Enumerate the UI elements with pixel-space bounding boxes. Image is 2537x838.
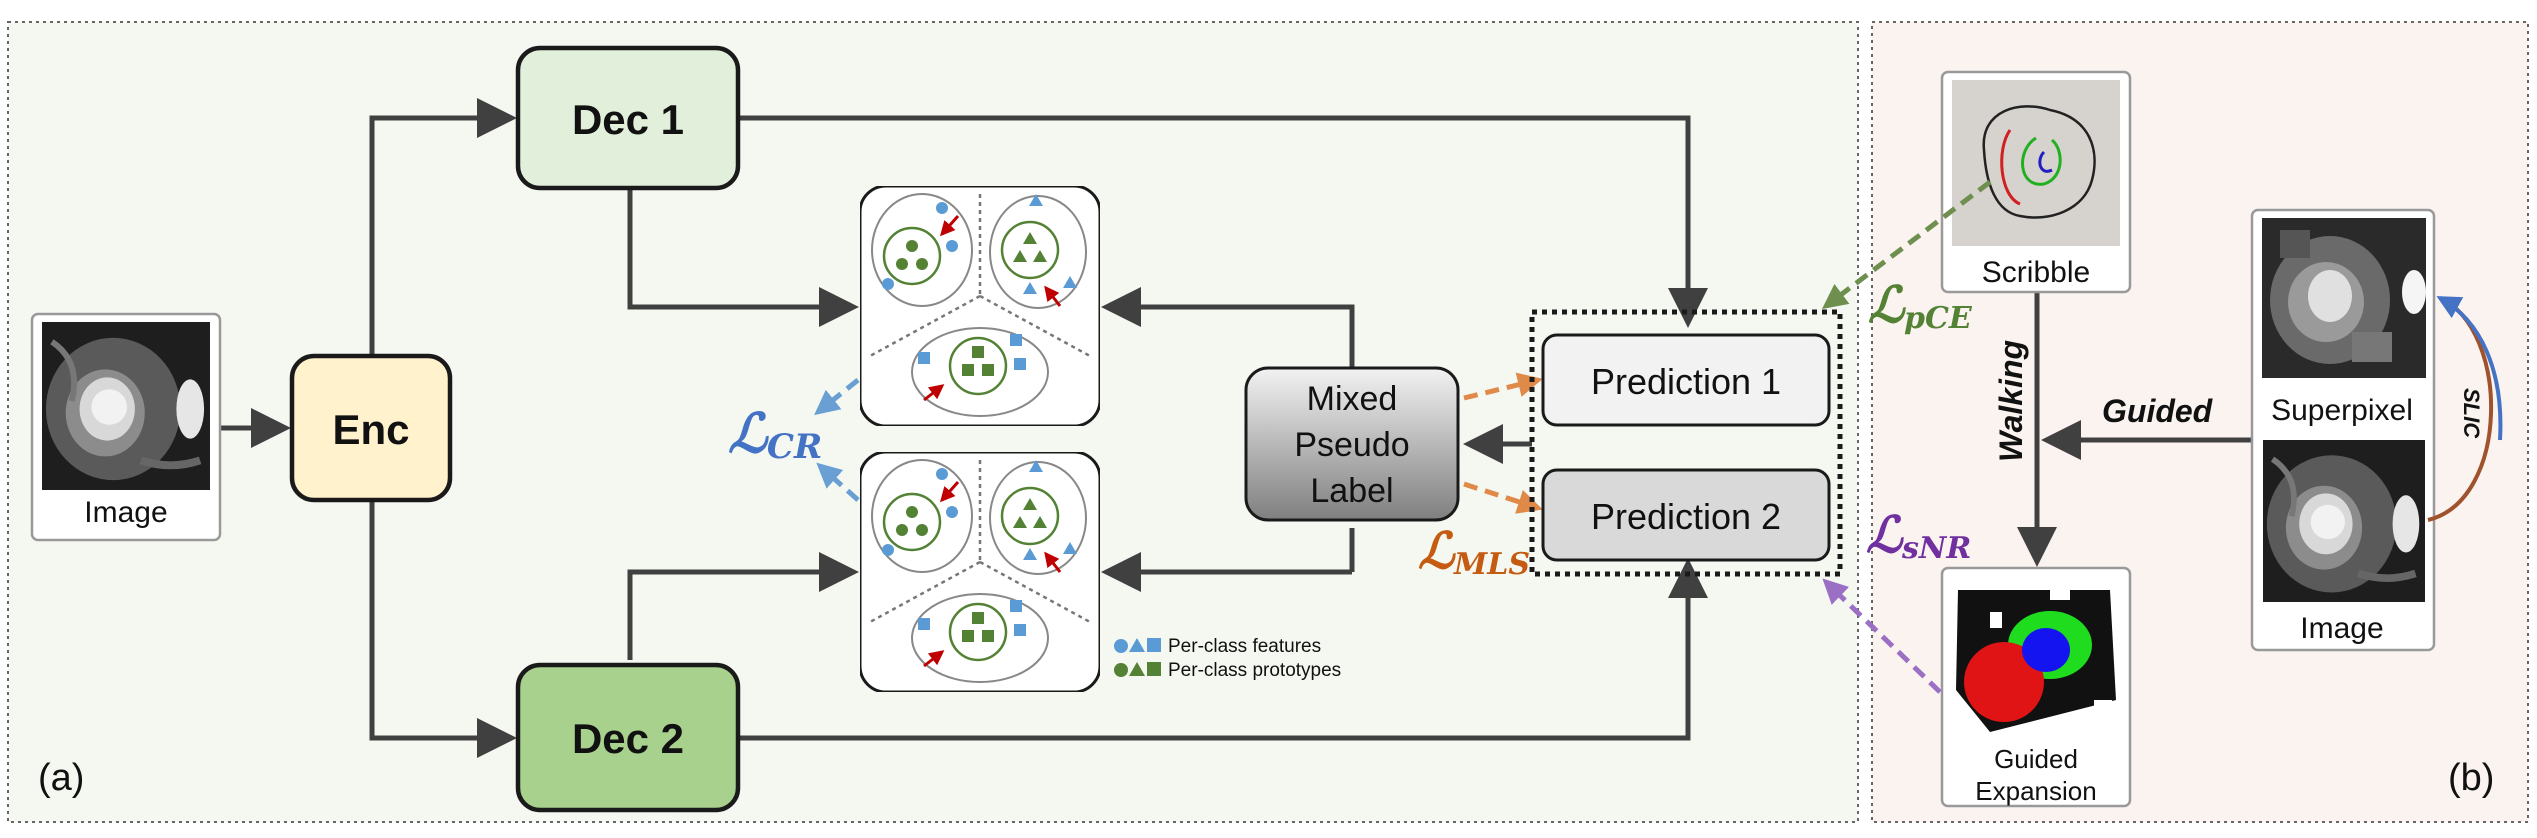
prototype-cluster-bottom [860, 452, 1100, 692]
prediction-group [1529, 309, 1843, 577]
mls-loss-arrows [1463, 372, 1543, 514]
prototype-cluster-top [860, 186, 1100, 426]
mixed-pseudo-label-line-3: Label [1310, 472, 1393, 510]
decoder-2-label: Dec 2 [572, 715, 684, 762]
superpixel-image-node: Superpixel Image [2250, 208, 2436, 652]
panel-a-label: (a) [38, 757, 84, 799]
scribble-node: Scribble [1940, 70, 2132, 294]
legend-prototypes-label: Per-class prototypes [1168, 660, 1341, 681]
prediction-2-label: Prediction 2 [1591, 496, 1781, 537]
connectors-a [220, 98, 1708, 758]
superpixel-label: Superpixel [2271, 394, 2413, 427]
decoder-1-label: Dec 1 [572, 96, 684, 143]
guided-label: Guided [2102, 393, 2214, 429]
guided-expansion-line-1: Guided [1994, 744, 2078, 774]
encoder-node: Enc [289, 353, 453, 503]
pce-loss-arrow [1822, 180, 1992, 310]
input-image-label: Image [84, 496, 167, 529]
slic-label: SLIC [2459, 388, 2484, 439]
legend-features-label: Per-class features [1168, 636, 1321, 657]
pce-loss-label: ℒpCE [1868, 275, 1973, 336]
cr-loss-label: ℒCR [728, 401, 822, 467]
guided-expansion-line-2: Expansion [1975, 776, 2096, 806]
prediction-2-node: Prediction 2 [1541, 468, 1831, 562]
decoder-2-node: Dec 2 [515, 662, 741, 813]
slic-curve-top [2436, 296, 2503, 441]
snr-loss-label: ℒsNR [1866, 505, 1971, 566]
encoder-label: Enc [332, 406, 409, 453]
panel-b-image-label: Image [2300, 612, 2383, 645]
walking-label: Walking [1993, 340, 2029, 462]
mixed-pseudo-label-node: Mixed Pseudo Label [1244, 366, 1460, 522]
prediction-1-node: Prediction 1 [1541, 333, 1831, 427]
panel-b-label: (b) [2448, 757, 2494, 799]
input-image-node: Image [30, 312, 222, 542]
guided-expansion-node: Guided Expansion [1940, 566, 2132, 808]
mixed-pseudo-label-line-2: Pseudo [1294, 426, 1409, 464]
decoder-1-node: Dec 1 [515, 45, 741, 191]
scribble-label: Scribble [1982, 256, 2090, 289]
mixed-pseudo-label-line-1: Mixed [1307, 380, 1398, 418]
prediction-1-label: Prediction 1 [1591, 361, 1781, 402]
legend: Per-class features Per-class prototypes [1114, 636, 1341, 681]
mls-loss-label: ℒMLS [1418, 521, 1530, 582]
snr-loss-arrow [1822, 578, 1942, 694]
cr-loss-arrows [814, 378, 860, 502]
connectors-b [2017, 292, 2252, 567]
